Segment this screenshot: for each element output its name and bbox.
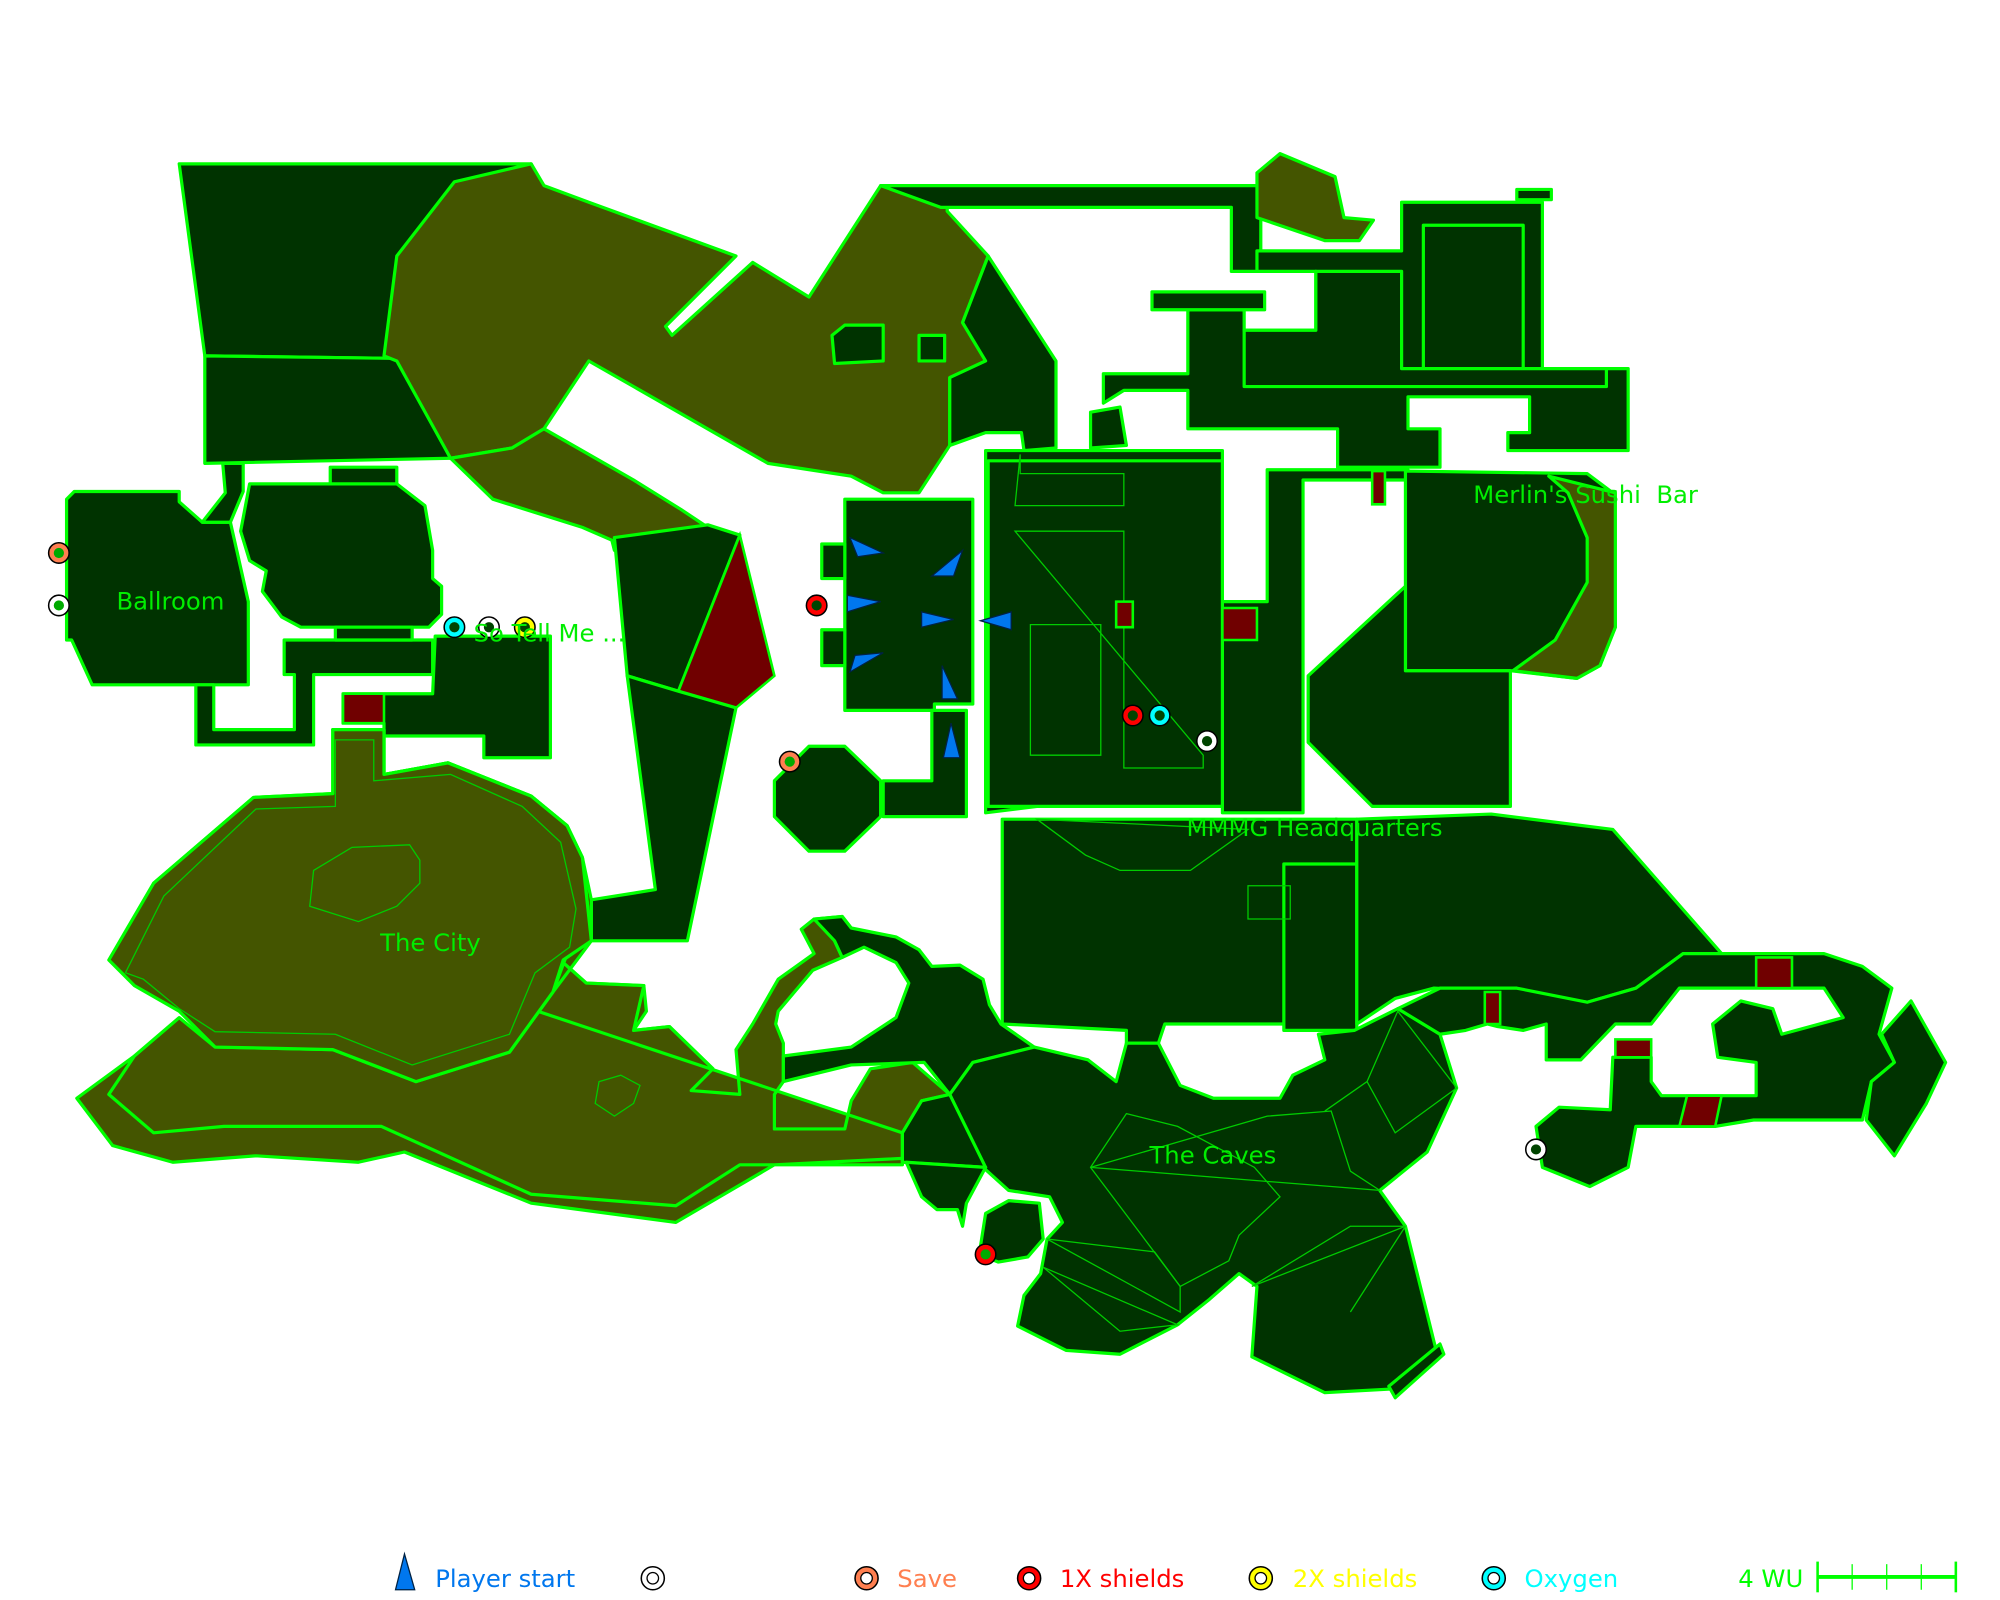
player-start-icon[interactable] xyxy=(942,723,961,759)
item-markers xyxy=(47,541,1548,1266)
player-start-icon[interactable] xyxy=(848,652,884,674)
player-start-icon[interactable] xyxy=(978,610,1012,631)
legend-player-start: Player start xyxy=(435,1564,575,1593)
scale-bar xyxy=(1816,1561,1958,1593)
legend-oxygen: Oxygen xyxy=(1524,1564,1618,1593)
legend-save: Save xyxy=(897,1564,957,1593)
area-label-merlins-sushi-bar: Merlin's Sushi Bar xyxy=(1473,480,1698,509)
area-labels: Ballroom So Tell Me ... The City MMMG He… xyxy=(116,480,1697,1169)
area-label-the-city: The City xyxy=(379,928,481,957)
legend-shield1x: 1X shields xyxy=(1060,1564,1185,1593)
legend-scale-label: 4 WU xyxy=(1738,1564,1803,1593)
player-start-icon[interactable] xyxy=(941,665,959,700)
area-label-ballroom: Ballroom xyxy=(116,586,224,615)
player-start-icon[interactable] xyxy=(930,548,964,577)
player-start-icon[interactable] xyxy=(846,594,881,613)
legend-shield2x: 2X shields xyxy=(1293,1564,1418,1593)
area-label-mmmg-headquarters: MMMG Headquarters xyxy=(1187,813,1443,842)
map-polygons xyxy=(64,152,1948,1400)
area-label-the-caves: The Caves xyxy=(1148,1141,1276,1170)
area-label-so-tell-me: So Tell Me ... xyxy=(474,618,626,647)
player-start-icon[interactable] xyxy=(848,536,886,558)
player-start-icon[interactable] xyxy=(920,611,954,629)
start-markers xyxy=(846,536,1012,759)
player-start-icon xyxy=(394,1551,416,1591)
legend: Player start Save 1X shields 2X shields … xyxy=(394,1551,1958,1593)
